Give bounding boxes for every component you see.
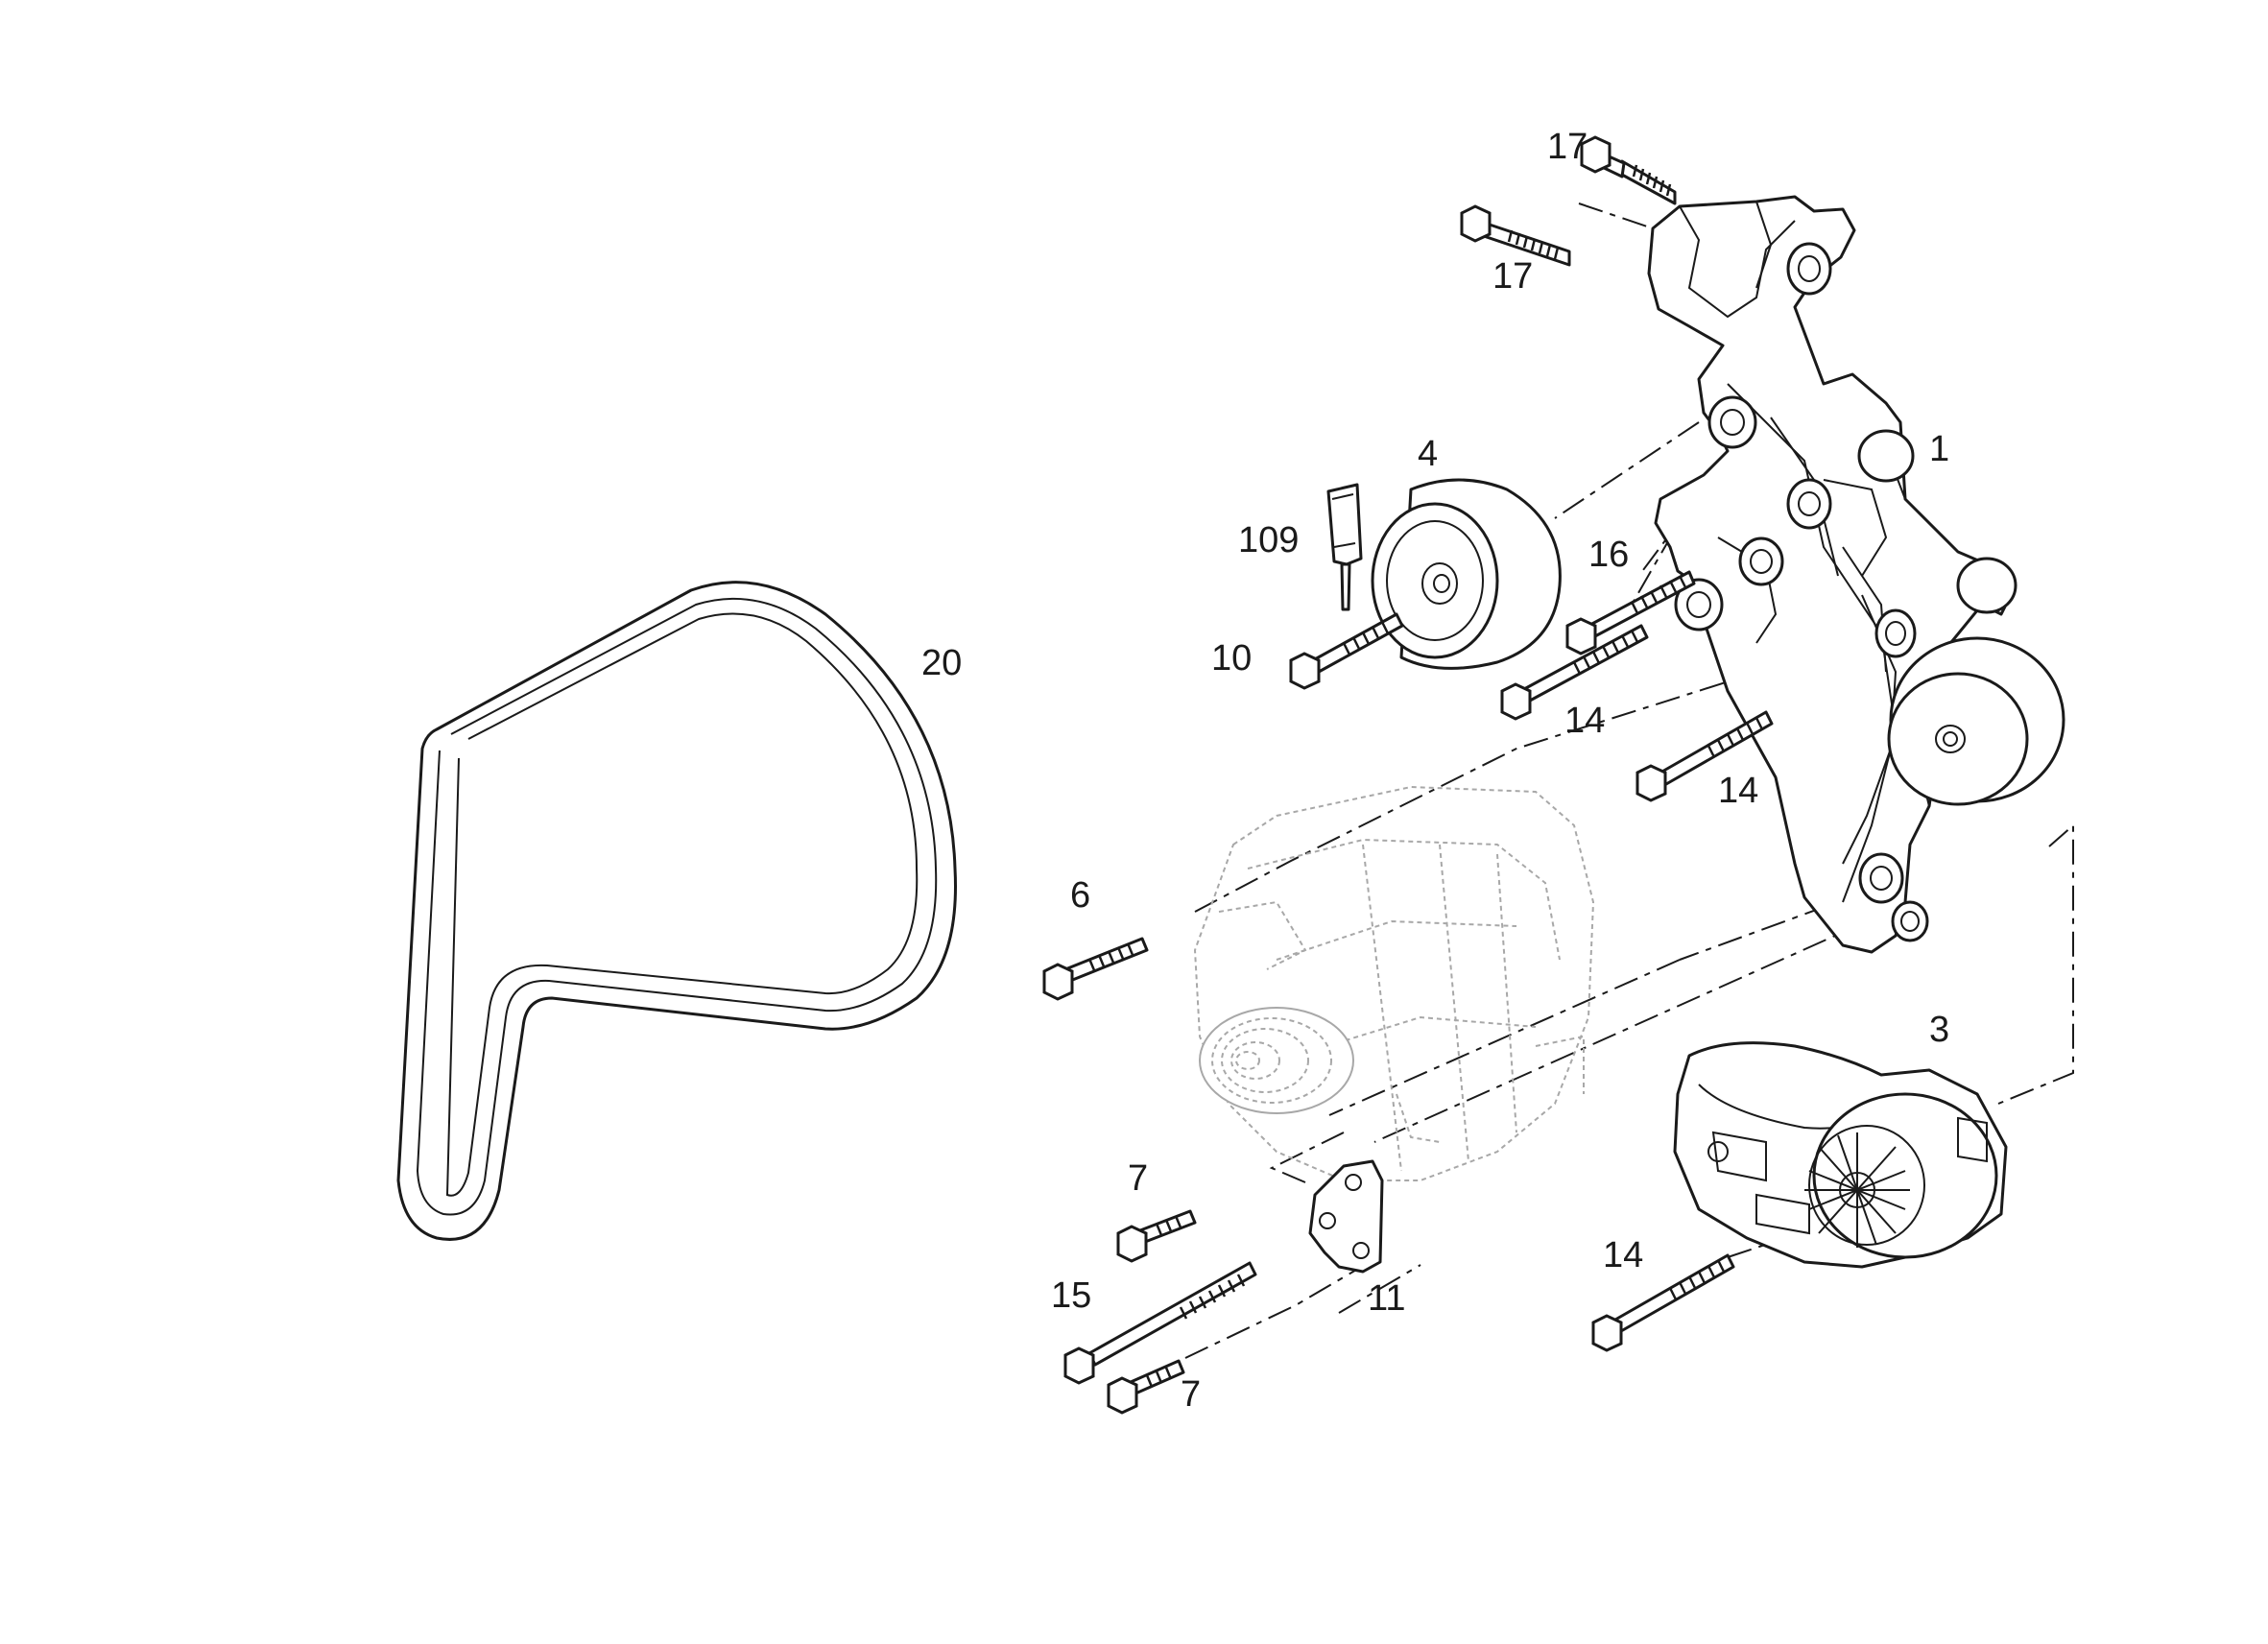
callout-14-c: 14 [1603, 1235, 1643, 1275]
callout-labels: 1 3 4 6 7 7 10 11 14 14 14 15 16 17 17 2… [921, 127, 1949, 1415]
callout-14-b: 14 [1718, 771, 1758, 811]
callout-3: 3 [1929, 1010, 1949, 1050]
bolt-14-a [1500, 624, 1649, 721]
callout-4: 4 [1418, 434, 1438, 474]
bolt-14-b [1635, 710, 1774, 802]
callout-14-a: 14 [1564, 701, 1605, 741]
bolt-6 [1042, 937, 1149, 1001]
callout-17-lower: 17 [1492, 256, 1533, 297]
callout-1: 1 [1929, 429, 1949, 469]
bolt-17-lower [1460, 204, 1571, 267]
callout-11: 11 [1368, 1278, 1405, 1319]
callout-7-upper: 7 [1128, 1158, 1148, 1199]
bolt-7-upper [1116, 1209, 1197, 1263]
bolt-7-lower [1107, 1359, 1185, 1415]
idler-pulley [1371, 478, 1562, 670]
callout-109: 109 [1238, 520, 1299, 560]
bolt-14-c [1591, 1253, 1735, 1352]
callout-17-upper: 17 [1547, 127, 1588, 167]
bolts [1042, 135, 1774, 1415]
bolt-10 [1289, 612, 1404, 690]
alternator-ghost [1193, 785, 1595, 1181]
bolt-16 [1565, 570, 1696, 655]
bolt-17-upper [1580, 135, 1677, 205]
bolt-15 [1063, 1261, 1257, 1385]
callout-20: 20 [921, 643, 962, 683]
spacer-plate [1308, 1159, 1384, 1274]
mounting-bracket [1647, 195, 2065, 954]
callout-6: 6 [1070, 875, 1090, 916]
callout-15: 15 [1051, 1275, 1091, 1316]
callout-10: 10 [1211, 638, 1252, 679]
drive-belt [396, 581, 957, 1241]
callout-16: 16 [1588, 535, 1629, 575]
belt-tensioner [1673, 1041, 2008, 1269]
sealant-tube [1326, 483, 1363, 611]
callout-7-lower: 7 [1181, 1374, 1201, 1415]
